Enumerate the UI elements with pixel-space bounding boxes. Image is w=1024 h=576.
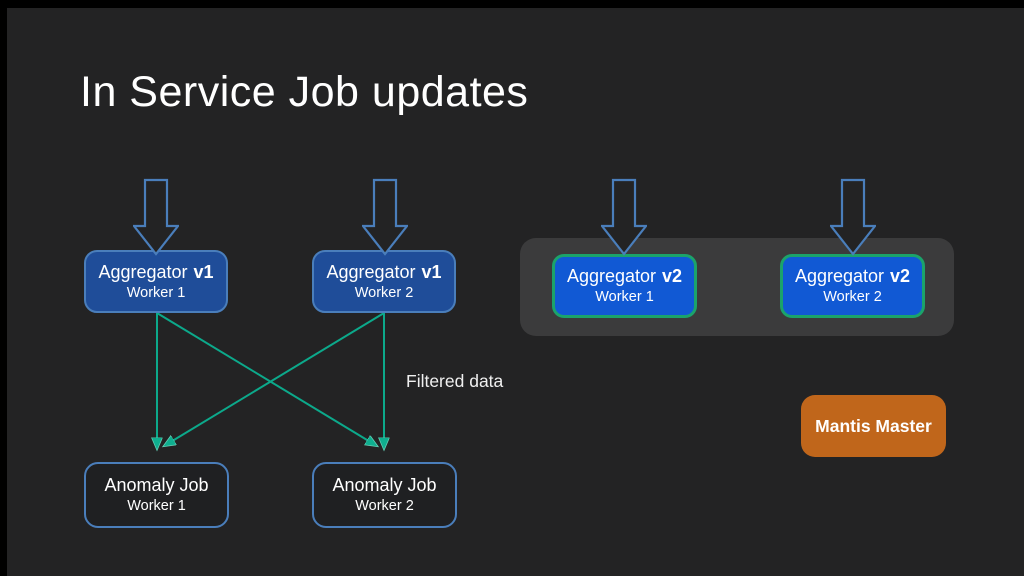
node-title: Anomaly Job <box>104 475 209 496</box>
node-subtitle: Worker 2 <box>354 284 414 301</box>
node-title: Aggregator v2 <box>566 266 683 287</box>
down-arrow-icon <box>133 178 179 256</box>
node-aggregator-v1-worker2: Aggregator v1 Worker 2 <box>312 250 456 313</box>
node-subtitle: Worker 1 <box>595 289 654 305</box>
node-subtitle: Worker 1 <box>127 498 186 514</box>
down-arrow-icon <box>830 178 876 256</box>
node-subtitle: Worker 2 <box>823 289 882 305</box>
node-title: Aggregator v1 <box>98 261 214 282</box>
node-title: Aggregator v2 <box>794 266 911 287</box>
node-anomaly-job-worker2: Anomaly Job Worker 2 <box>312 462 457 528</box>
node-title: Anomaly Job <box>332 475 437 496</box>
filtered-data-label: Filtered data <box>406 371 504 391</box>
node-aggregator-v1-worker1: Aggregator v1 Worker 1 <box>84 250 228 313</box>
slide-title: In Service Job updates <box>80 68 529 116</box>
node-aggregator-v2-worker2: Aggregator v2 Worker 2 <box>780 254 925 318</box>
node-subtitle: Worker 1 <box>126 284 186 301</box>
node-title: Aggregator v1 <box>326 261 442 282</box>
node-mantis-master: Mantis Master <box>801 395 946 457</box>
node-anomaly-job-worker1: Anomaly Job Worker 1 <box>84 462 229 528</box>
down-arrow-icon <box>362 178 408 256</box>
down-arrow-icon <box>601 178 647 256</box>
node-subtitle: Worker 2 <box>355 498 414 514</box>
node-aggregator-v2-worker1: Aggregator v2 Worker 1 <box>552 254 697 318</box>
